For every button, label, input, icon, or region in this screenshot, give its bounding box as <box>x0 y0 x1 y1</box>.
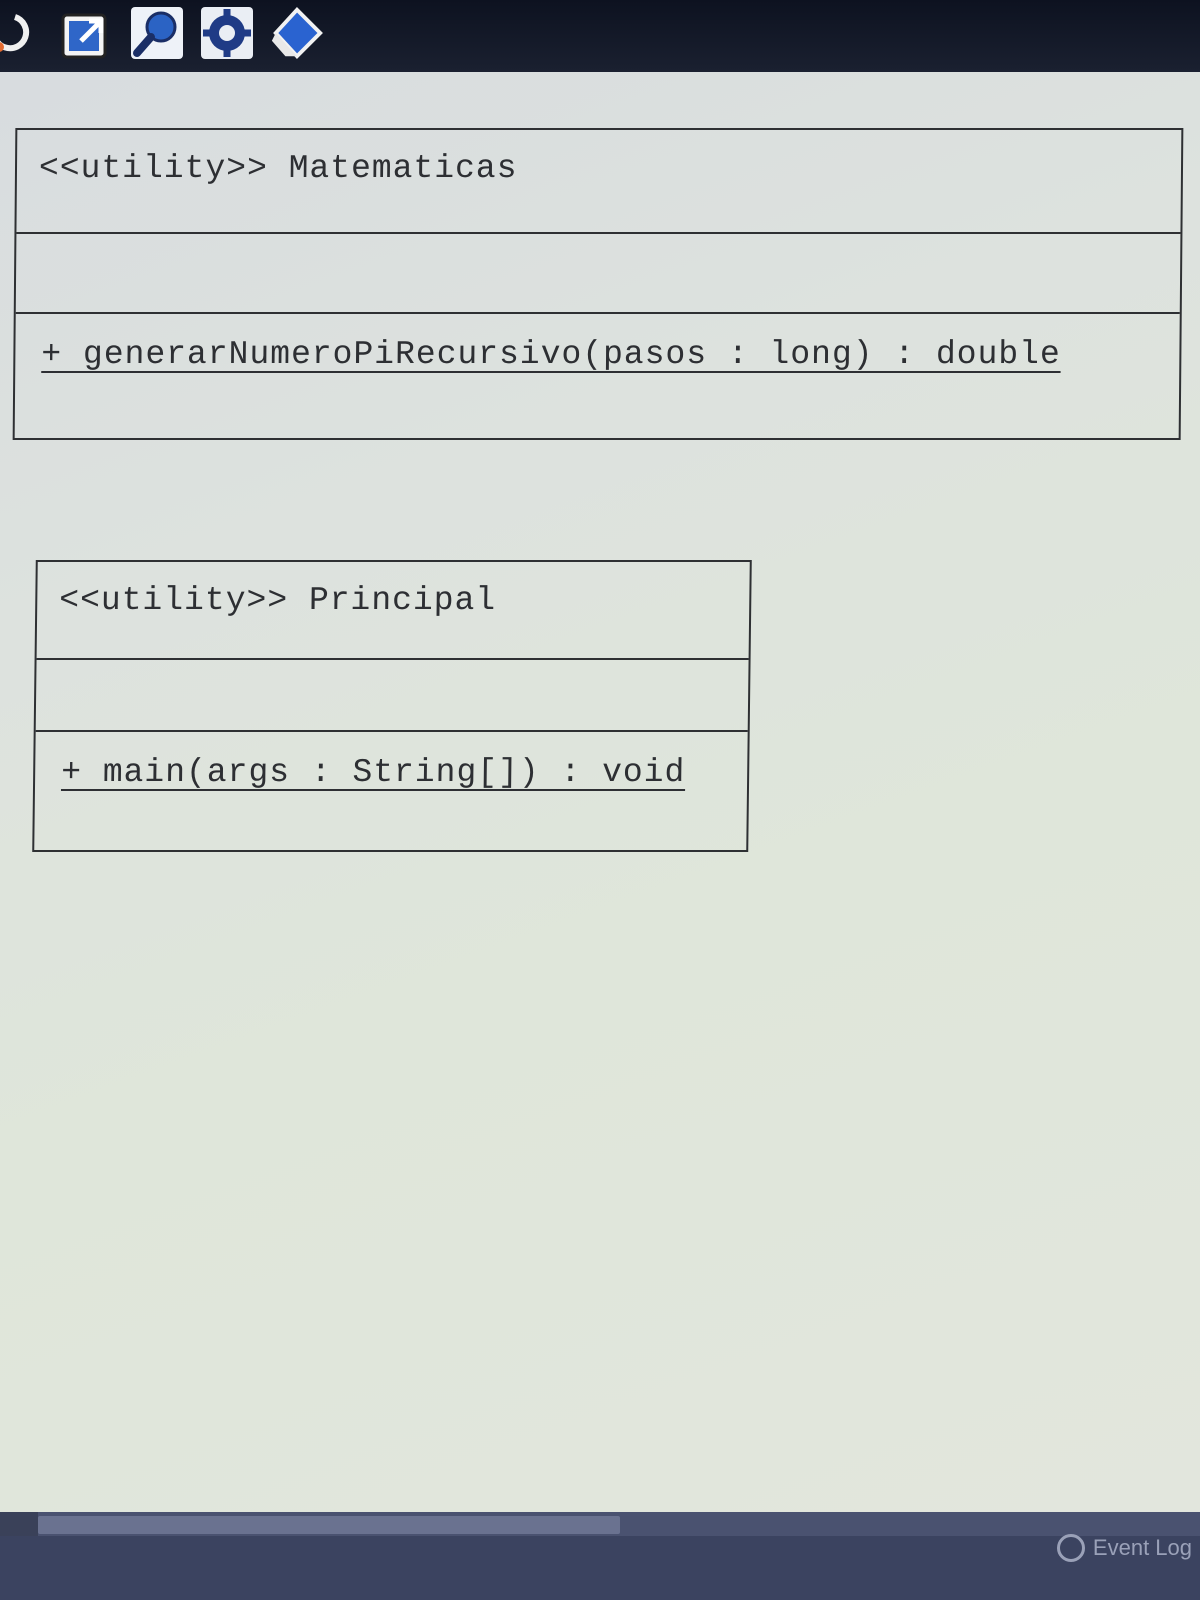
diagram-canvas[interactable]: <<utility>> Matematicas + generarNumeroP… <box>0 72 1200 1512</box>
operation-item[interactable]: + generarNumeroPiRecursivo(pasos : long)… <box>41 336 1061 373</box>
class-operations: + main(args : String[]) : void <box>34 732 747 850</box>
toolbar <box>0 0 1200 72</box>
class-attributes <box>15 234 1181 314</box>
event-log-button[interactable]: Event Log <box>1056 1534 1192 1562</box>
class-header: <<utility>> Principal <box>36 562 750 660</box>
operation-item[interactable]: + main(args : String[]) : void <box>60 754 686 791</box>
class-name: <<utility>> Matematicas <box>38 150 518 187</box>
search-icon[interactable] <box>128 4 186 62</box>
export-icon[interactable] <box>58 4 116 62</box>
status-bar <box>0 1536 1200 1600</box>
class-box-matematicas[interactable]: <<utility>> Matematicas + generarNumeroP… <box>12 128 1184 440</box>
event-log-icon <box>1056 1534 1085 1562</box>
scrollbar-thumb[interactable] <box>38 1516 620 1534</box>
class-name: <<utility>> Principal <box>59 582 497 619</box>
class-attributes <box>35 660 749 732</box>
class-operations: + generarNumeroPiRecursivo(pasos : long)… <box>15 314 1180 438</box>
class-box-principal[interactable]: <<utility>> Principal + main(args : Stri… <box>32 560 752 852</box>
event-log-label: Event Log <box>1092 1535 1192 1560</box>
eraser-icon[interactable] <box>268 4 326 62</box>
refresh-icon[interactable] <box>0 4 38 62</box>
settings-icon[interactable] <box>198 4 256 62</box>
class-header: <<utility>> Matematicas <box>16 130 1182 234</box>
